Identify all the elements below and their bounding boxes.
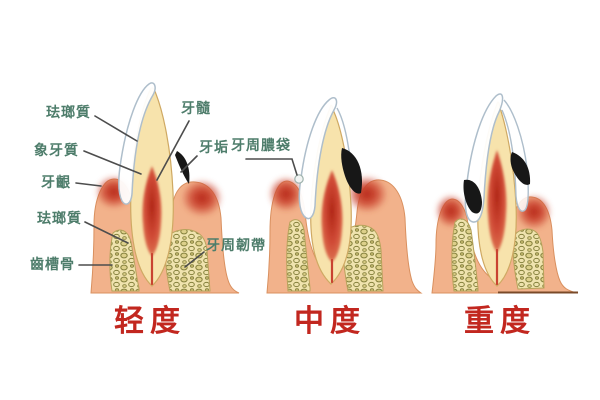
- leader-enamel-top: [94, 115, 138, 142]
- tartar-mild: [175, 151, 190, 184]
- enamel-moderate: [298, 97, 338, 220]
- pulp-severe: [487, 150, 507, 252]
- label-tartar: 牙垢: [199, 139, 229, 155]
- inflamed-gum-left-moderate: [268, 176, 304, 212]
- pulp-mild: [142, 166, 162, 256]
- leader-ligament: [184, 251, 205, 268]
- tartar-moderate: [341, 148, 363, 194]
- label-periodontal-ligament: 牙周韌帶: [206, 237, 266, 253]
- alveolar-bone-left-moderate: [286, 219, 311, 292]
- enamel-mild: [118, 82, 156, 205]
- leader-enamel-root: [84, 221, 129, 244]
- label-dentin: 象牙質: [34, 142, 79, 158]
- alveolar-bone-right-severe: [512, 228, 545, 290]
- leader-pulp: [156, 120, 190, 181]
- alveolar-bone-right-mild: [164, 229, 211, 292]
- label-enamel-crown: 珐瑯質: [46, 104, 91, 120]
- label-periodontal-pocket: 牙周膿袋: [231, 137, 291, 153]
- leader-gum: [75, 182, 102, 187]
- label-enamel-root: 珐瑯質: [37, 210, 82, 226]
- stage-title-moderate: 中度: [294, 305, 366, 338]
- alveolar-bone-left-severe: [451, 218, 479, 292]
- label-pulp: 牙髓: [181, 100, 211, 116]
- label-gum: 牙齦: [41, 174, 71, 190]
- leader-lines: [75, 115, 298, 268]
- tooth-stage-moderate: [266, 97, 423, 294]
- leader-pocket: [245, 158, 298, 176]
- leader-tartar: [180, 155, 198, 173]
- label-alveolar-bone: 齒槽骨: [30, 256, 75, 272]
- tartar-right-severe: [510, 152, 531, 185]
- tooth-stage-mild: [90, 82, 240, 294]
- alveolar-bone-left-mild: [109, 229, 140, 292]
- leader-dentin: [83, 150, 142, 175]
- stage-title-severe: 重度: [464, 305, 536, 338]
- pulp-moderate: [321, 170, 343, 262]
- periodontal-pocket-marker: [294, 174, 304, 184]
- stage-title-mild: 轻度: [114, 305, 186, 338]
- inflamed-gum-right-mild: [181, 179, 223, 217]
- tooth-stage-severe: [431, 93, 579, 294]
- tartar-left-severe: [463, 179, 482, 214]
